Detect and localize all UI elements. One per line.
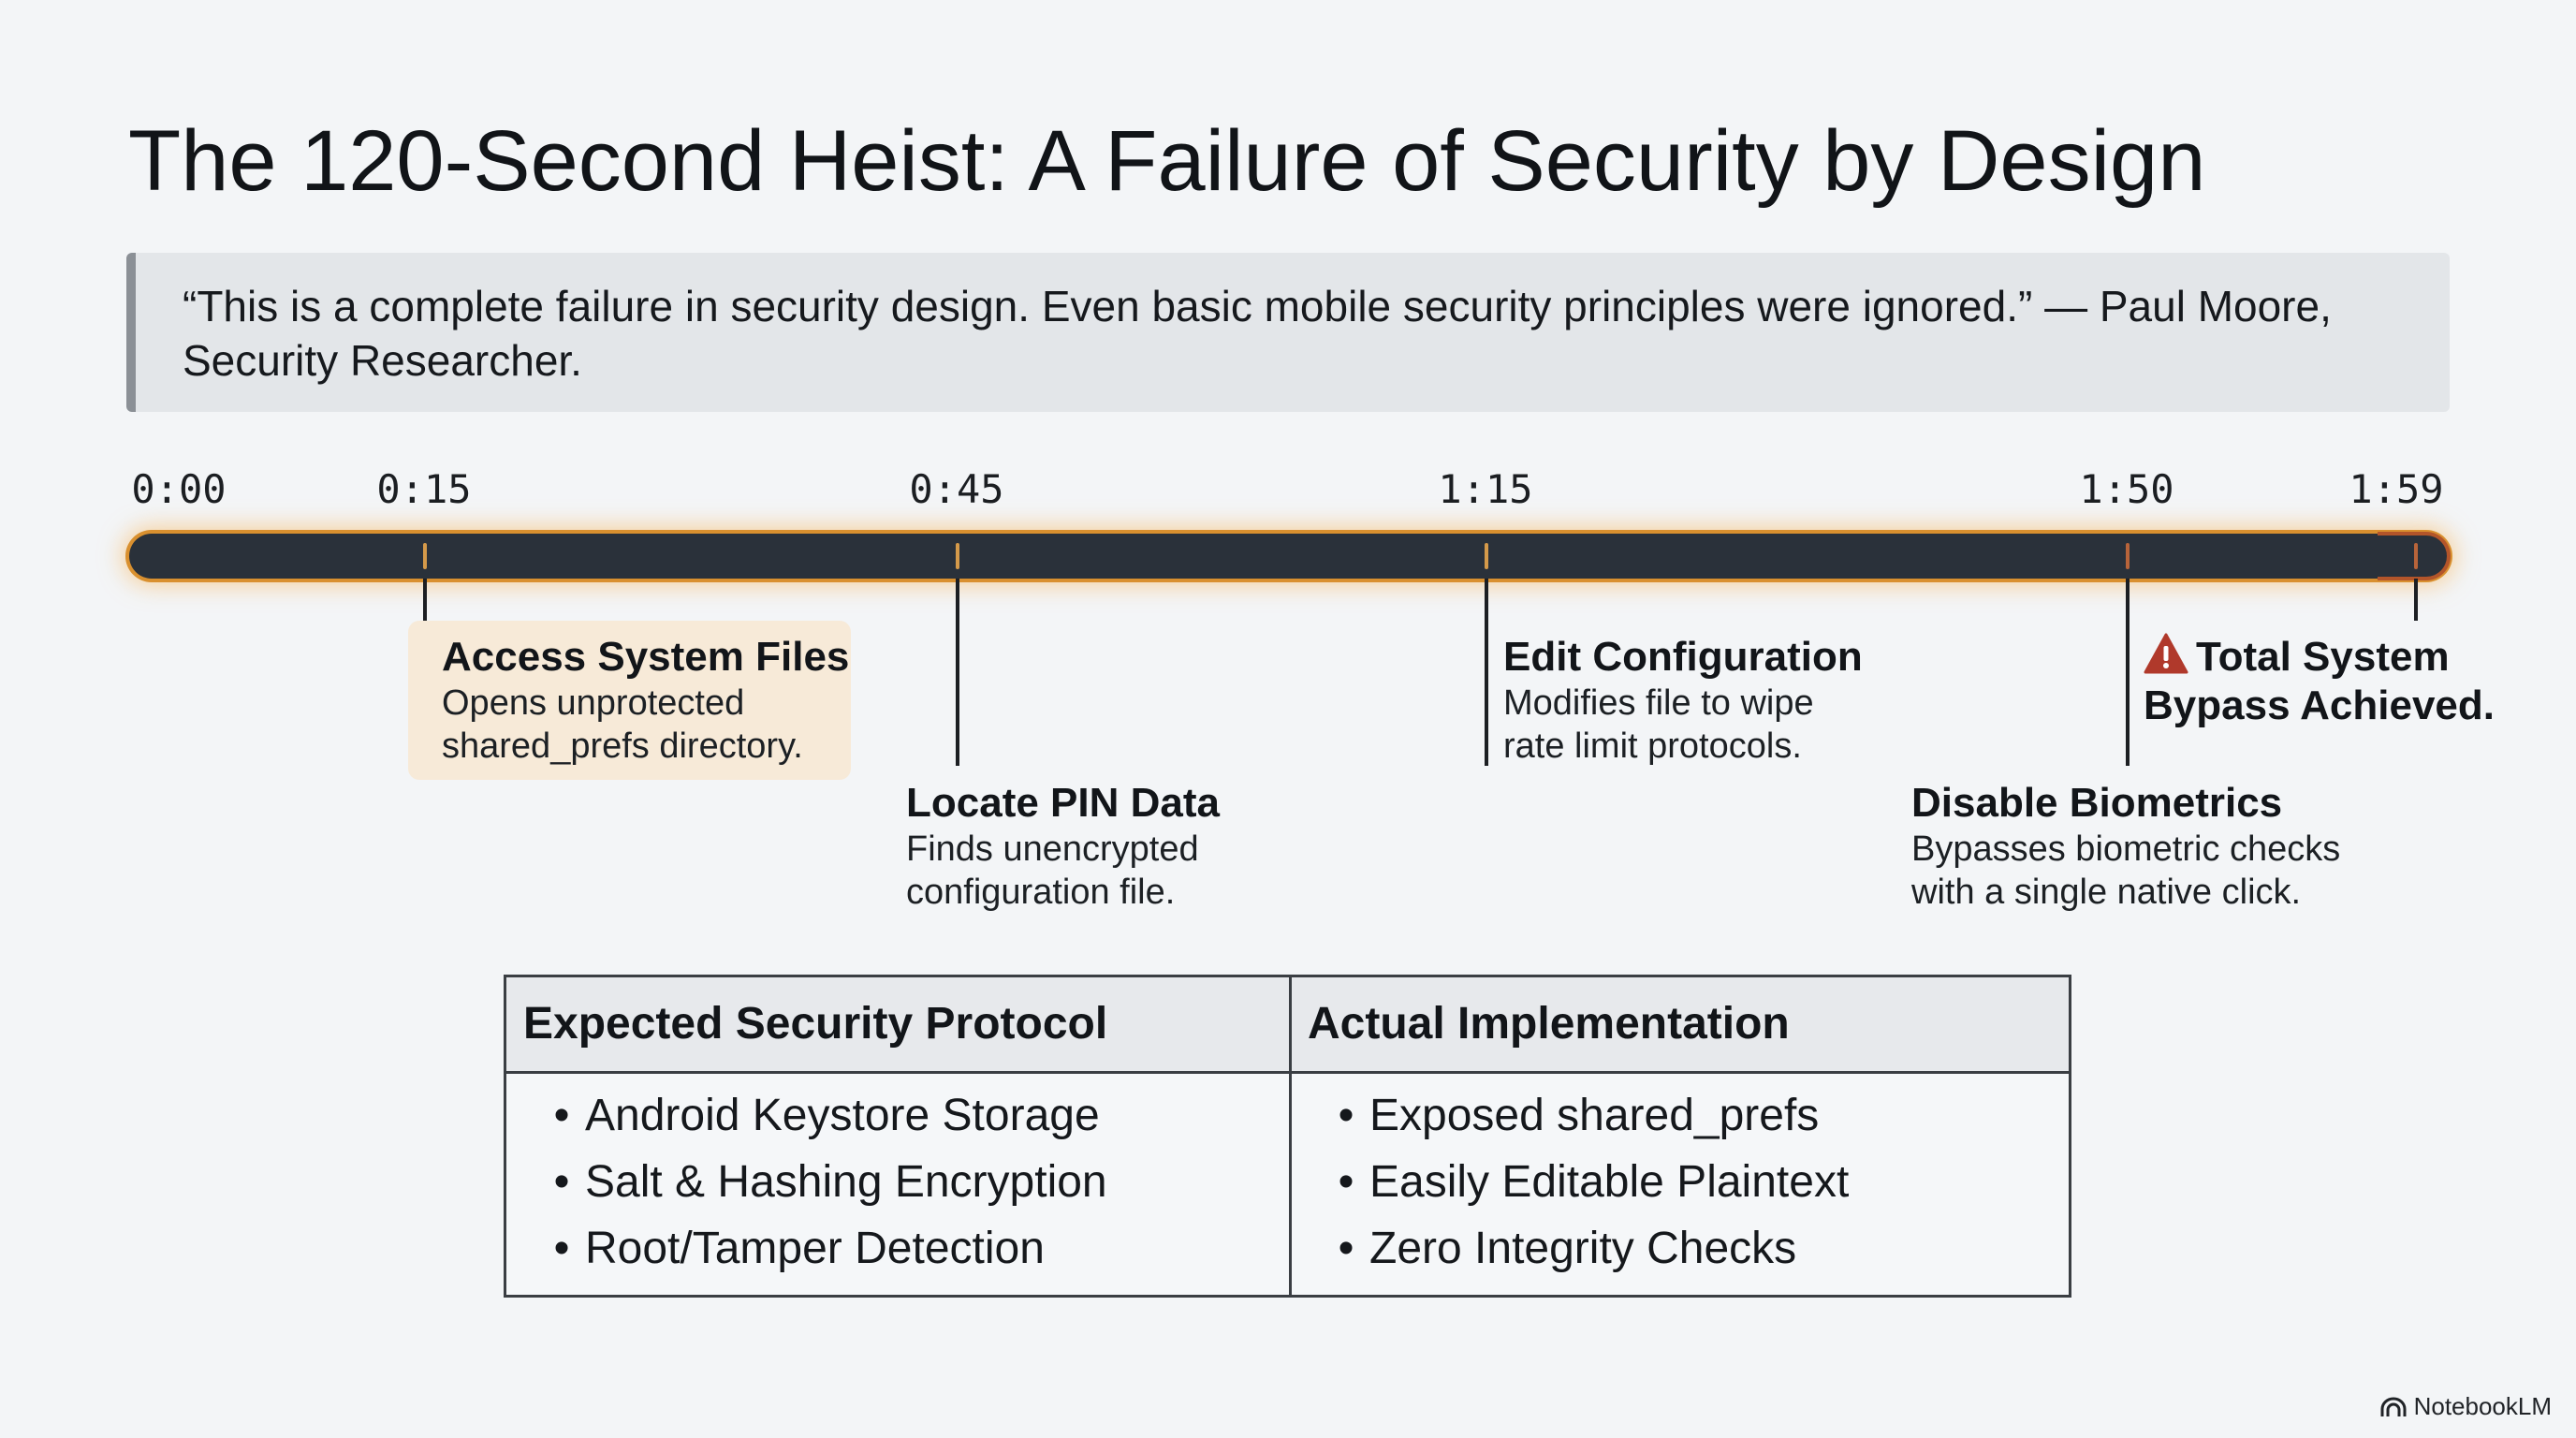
event-connector [2126,579,2130,766]
expected-list: Android Keystore Storage Salt & Hashing … [542,1082,1107,1282]
slide-title: The 120-Second Heist: A Failure of Secur… [128,113,2206,209]
event-desc: shared_prefs directory. [442,726,803,766]
event-desc: with a single native click. [1911,873,2302,912]
comparison-table: Expected Security Protocol Actual Implem… [504,975,2071,1298]
event-title: Access System Files [442,634,850,680]
event-title: Disable Biometrics [1911,780,2283,826]
time-label-0-45: 0:45 [909,466,1004,512]
timeline-tick [423,543,427,569]
time-label-1-50: 1:50 [2079,466,2174,512]
event-connector [956,579,959,766]
event-locate-pin-data: Locate PIN Data Finds unencrypted config… [906,779,1220,914]
timeline-bar [129,534,2449,579]
timeline-tick [2414,543,2418,569]
list-item: Root/Tamper Detection [542,1215,1107,1282]
event-title: Bypass Achieved. [2144,682,2495,728]
column-header-actual: Actual Implementation [1308,999,1790,1049]
time-label-0-00: 0:00 [131,466,227,512]
event-connector [1485,579,1488,766]
event-desc: Finds unencrypted [906,829,1199,869]
event-title: Edit Configuration [1503,634,1863,680]
list-item: Android Keystore Storage [542,1082,1107,1149]
event-disable-biometrics: Disable Biometrics Bypasses biometric ch… [1911,779,2340,914]
event-desc: Modifies file to wipe [1503,683,1814,723]
timeline-tick [1485,543,1488,569]
event-title: Total System [2196,634,2450,680]
warning-icon [2144,633,2188,674]
time-label-0-15: 0:15 [376,466,472,512]
list-item: Zero Integrity Checks [1326,1215,1849,1282]
event-total-system-bypass: Total System Bypass Achieved. [2144,633,2495,730]
timeline-tick [2126,543,2130,569]
table-column-divider [1289,977,1292,1295]
time-label-1-59: 1:59 [2349,466,2444,512]
table-header [506,977,2069,1074]
list-item: Easily Editable Plaintext [1326,1149,1849,1215]
event-access-system-files: Access System Files Opens unprotected sh… [442,633,849,768]
column-header-expected: Expected Security Protocol [523,999,1108,1049]
list-item: Salt & Hashing Encryption [542,1149,1107,1215]
event-edit-configuration: Edit Configuration Modifies file to wipe… [1503,633,1863,768]
event-highlight-box [408,621,851,780]
event-desc: configuration file. [906,873,1176,912]
event-title: Locate PIN Data [906,780,1220,826]
event-title-row: Total System [2144,633,2495,682]
brand-name: NotebookLM [2413,1392,2552,1420]
time-label-1-15: 1:15 [1438,466,1533,512]
list-item: Exposed shared_prefs [1326,1082,1849,1149]
actual-list: Exposed shared_prefs Easily Editable Pla… [1326,1082,1849,1282]
timeline-tick [956,543,959,569]
event-desc: rate limit protocols. [1503,726,1802,766]
brand-watermark: NotebookLM [2380,1392,2552,1421]
event-desc: Bypasses biometric checks [1911,829,2341,869]
event-connector [2414,579,2418,621]
event-desc: Opens unprotected [442,683,745,723]
quote-block: “This is a complete failure in security … [126,253,2450,412]
notebooklm-logo-icon [2380,1397,2407,1416]
